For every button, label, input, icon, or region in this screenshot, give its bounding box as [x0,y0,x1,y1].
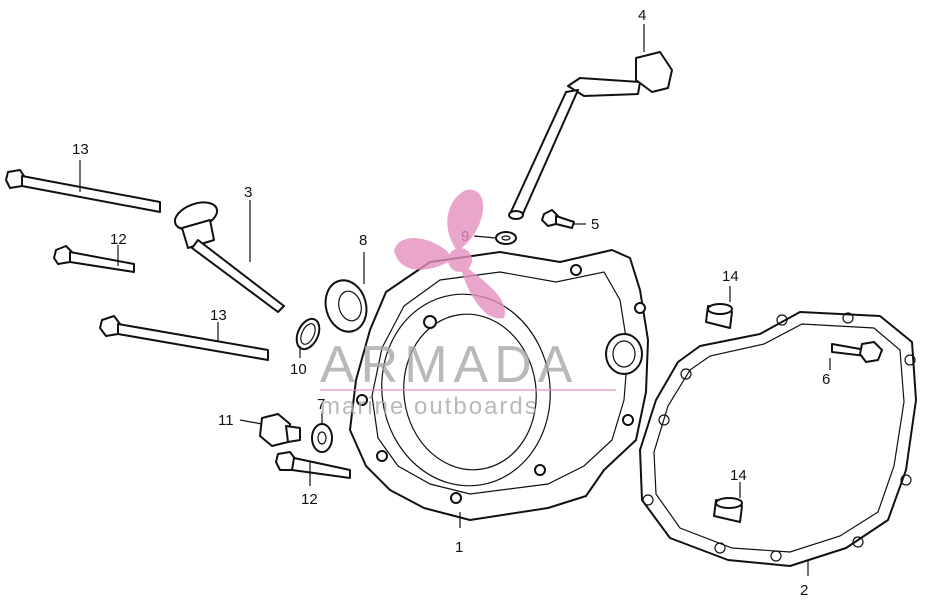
bolt-12-lower [275,451,351,486]
callout-6: 6 [822,371,830,388]
callout-2: 2 [800,582,808,599]
plug-11 [239,413,301,447]
watermark-brand: ARMADA [320,336,578,394]
oil-filler-cap-3 [173,200,285,313]
shift-shaft-4 [508,24,673,220]
bolt-12-upper [53,245,135,273]
callout-3: 3 [244,184,252,201]
dowel-pin-14-lower [713,482,743,523]
bolt-13-lower [99,315,269,361]
callout-8: 8 [359,232,367,249]
o-ring-10 [295,317,321,358]
callout-14-upper: 14 [722,268,739,285]
oil-seal-8 [324,252,368,333]
washer-7 [311,412,333,453]
watermark-tagline: marine outboards [320,393,539,420]
bolt-5 [541,209,586,229]
callout-1: 1 [455,539,463,556]
callout-4: 4 [638,7,646,24]
callout-12-lower: 12 [301,491,318,508]
callout-11: 11 [218,412,234,429]
watermark: ARMADA marine outboards [320,189,616,420]
bolt-13-upper [5,160,161,213]
callout-13-lower: 13 [210,307,227,324]
callout-10: 10 [290,361,307,378]
callout-14-lower: 14 [730,467,747,484]
callout-12-upper: 12 [110,231,127,248]
callout-5: 5 [591,216,599,233]
washer-9 [473,231,517,245]
callout-7: 7 [317,396,325,413]
gasket-2 [639,311,917,576]
propeller-logo-icon [394,189,506,319]
callout-13-upper: 13 [72,141,89,158]
crankcase-cover-1 [349,249,649,528]
bolt-6 [829,341,883,370]
dowel-pin-14-upper [705,286,733,329]
